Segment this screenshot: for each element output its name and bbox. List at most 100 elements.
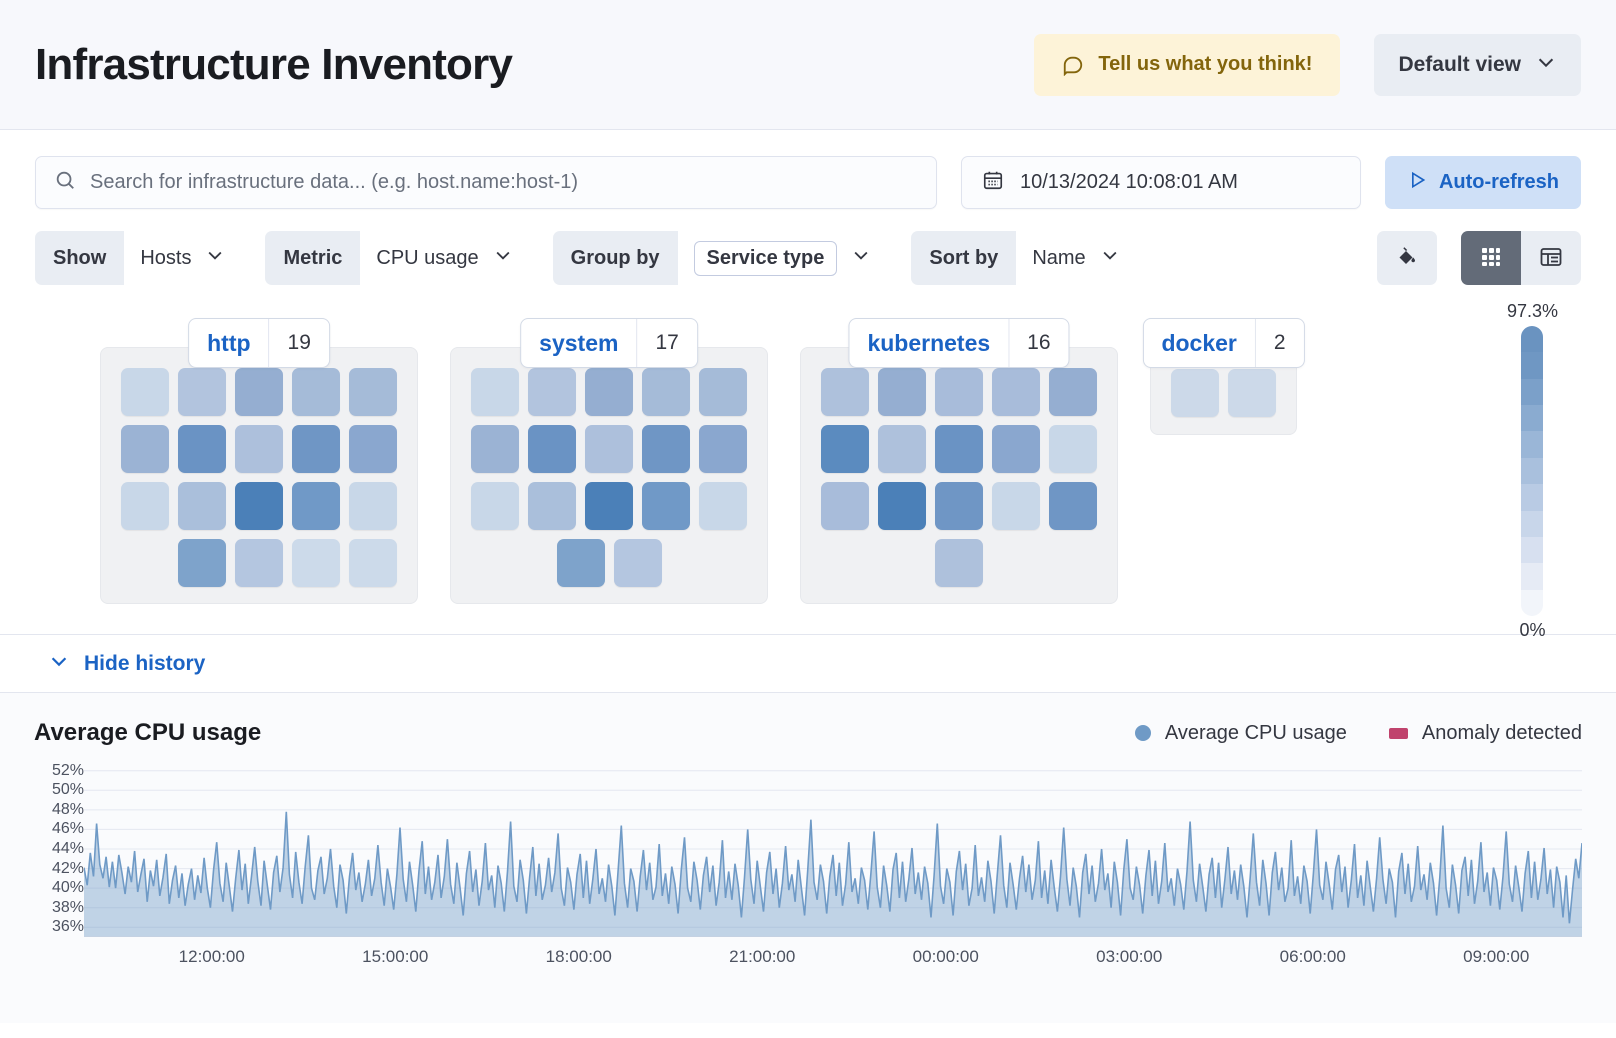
waffle-cell[interactable] [699, 368, 747, 416]
waffle-cell[interactable] [292, 539, 340, 587]
waffle-cell[interactable] [235, 425, 283, 473]
waffle-cell[interactable] [642, 368, 690, 416]
waffle-cell[interactable] [613, 539, 662, 587]
waffle-cell[interactable] [178, 539, 226, 587]
waffle-cell[interactable] [935, 425, 983, 473]
waffle-group-count: 2 [1254, 319, 1304, 367]
waffle-cell[interactable] [292, 425, 340, 473]
y-axis-tick: 46% [51, 820, 84, 838]
filter-value[interactable]: CPU usage [360, 231, 531, 285]
waffle-cell[interactable] [821, 482, 869, 530]
auto-refresh-button[interactable]: Auto-refresh [1385, 156, 1581, 209]
waffle-cell[interactable] [1049, 368, 1097, 416]
waffle-cell[interactable] [121, 482, 169, 530]
waffle-cell[interactable] [1049, 425, 1097, 473]
waffle-cell[interactable] [699, 482, 747, 530]
waffle-cell[interactable] [528, 425, 576, 473]
waffle-cell[interactable] [121, 425, 169, 473]
hide-history-label: Hide history [84, 651, 206, 675]
chart-legend-item[interactable]: Average CPU usage [1134, 722, 1347, 745]
waffle-cell[interactable] [292, 482, 340, 530]
y-axis-tick: 44% [51, 840, 84, 857]
waffle-cell[interactable] [935, 539, 983, 587]
waffle-cell[interactable] [642, 482, 690, 530]
waffle-cell[interactable] [349, 368, 397, 416]
waffle-group-name[interactable]: kubernetes [867, 329, 991, 356]
legend-dot-icon [1134, 725, 1151, 741]
color-palette-button[interactable] [1377, 231, 1437, 285]
chart-plot-area[interactable] [84, 761, 1582, 937]
search-box[interactable] [35, 156, 937, 209]
feedback-button[interactable]: Tell us what you think! [1034, 33, 1341, 96]
comment-icon [1062, 54, 1084, 76]
waffle-cell[interactable] [528, 482, 576, 530]
waffle-cell[interactable] [935, 482, 983, 530]
default-view-label: Default view [1398, 52, 1521, 76]
waffle-cell[interactable] [992, 482, 1040, 530]
waffle-cell[interactable] [992, 425, 1040, 473]
waffle-cell[interactable] [178, 482, 226, 530]
waffle-cell[interactable] [235, 539, 283, 587]
waffle-group-header[interactable]: kubernetes 16 [848, 318, 1070, 368]
legend-step [1521, 484, 1544, 511]
waffle-group-name[interactable]: http [207, 329, 251, 356]
waffle-cell[interactable] [471, 425, 519, 473]
waffle-group-header[interactable]: http 19 [188, 318, 330, 368]
waffle-cell[interactable] [178, 425, 226, 473]
waffle-cell[interactable] [235, 368, 283, 416]
waffle-cell[interactable] [235, 482, 283, 530]
calendar-icon [982, 169, 1004, 197]
waffle-cell[interactable] [1049, 482, 1097, 530]
grid-view-button[interactable] [1461, 231, 1521, 285]
waffle-cell[interactable] [292, 368, 340, 416]
waffle-cell[interactable] [528, 368, 576, 416]
waffle-row [821, 539, 1097, 587]
legend-max-label: 97.3% [1506, 301, 1558, 321]
waffle-cell[interactable] [349, 425, 397, 473]
waffle-cell[interactable] [556, 539, 605, 587]
waffle-cell[interactable] [585, 482, 633, 530]
chart-area-fill [84, 811, 1582, 937]
waffle-cell[interactable] [585, 368, 633, 416]
waffle-group-name[interactable]: system [539, 329, 619, 356]
filter-value[interactable]: Name [1016, 231, 1138, 285]
filter-value[interactable]: Service type [677, 231, 890, 285]
waffle-cell[interactable] [349, 539, 397, 587]
waffle-cell[interactable] [878, 368, 926, 416]
waffle-cell[interactable] [471, 482, 519, 530]
filter-value[interactable]: Hosts [124, 231, 244, 285]
view-mode-toggle[interactable] [1461, 231, 1581, 285]
waffle-group-count: 19 [268, 319, 329, 367]
waffle-cell[interactable] [878, 482, 926, 530]
waffle-cell[interactable] [878, 425, 926, 473]
default-view-button[interactable]: Default view [1374, 33, 1581, 96]
chart-legend-item[interactable]: Anomaly detected [1388, 722, 1582, 745]
waffle-group-header[interactable]: docker 2 [1142, 318, 1305, 368]
hide-history-toggle[interactable]: Hide history [0, 635, 1616, 693]
waffle-cell[interactable] [821, 368, 869, 416]
waffle-cell[interactable] [642, 425, 690, 473]
waffle-group-name[interactable]: docker [1161, 329, 1237, 356]
date-picker[interactable]: 10/13/2024 10:08:01 AM [961, 156, 1361, 209]
waffle-cell[interactable] [178, 368, 226, 416]
waffle-cell[interactable] [992, 368, 1040, 416]
waffle-cell[interactable] [121, 368, 169, 416]
waffle-group-count: 16 [1008, 319, 1068, 367]
waffle-cell[interactable] [1228, 369, 1276, 417]
table-view-button[interactable] [1521, 231, 1581, 285]
waffle-cell[interactable] [1171, 369, 1219, 417]
search-input[interactable] [90, 171, 918, 194]
waffle-cell[interactable] [349, 482, 397, 530]
waffle-cell[interactable] [699, 425, 747, 473]
waffle-cell[interactable] [821, 425, 869, 473]
waffle-cell[interactable] [935, 368, 983, 416]
waffle-cell[interactable] [471, 368, 519, 416]
waffle-cell[interactable] [585, 425, 633, 473]
filter-label: Group by [552, 231, 678, 285]
